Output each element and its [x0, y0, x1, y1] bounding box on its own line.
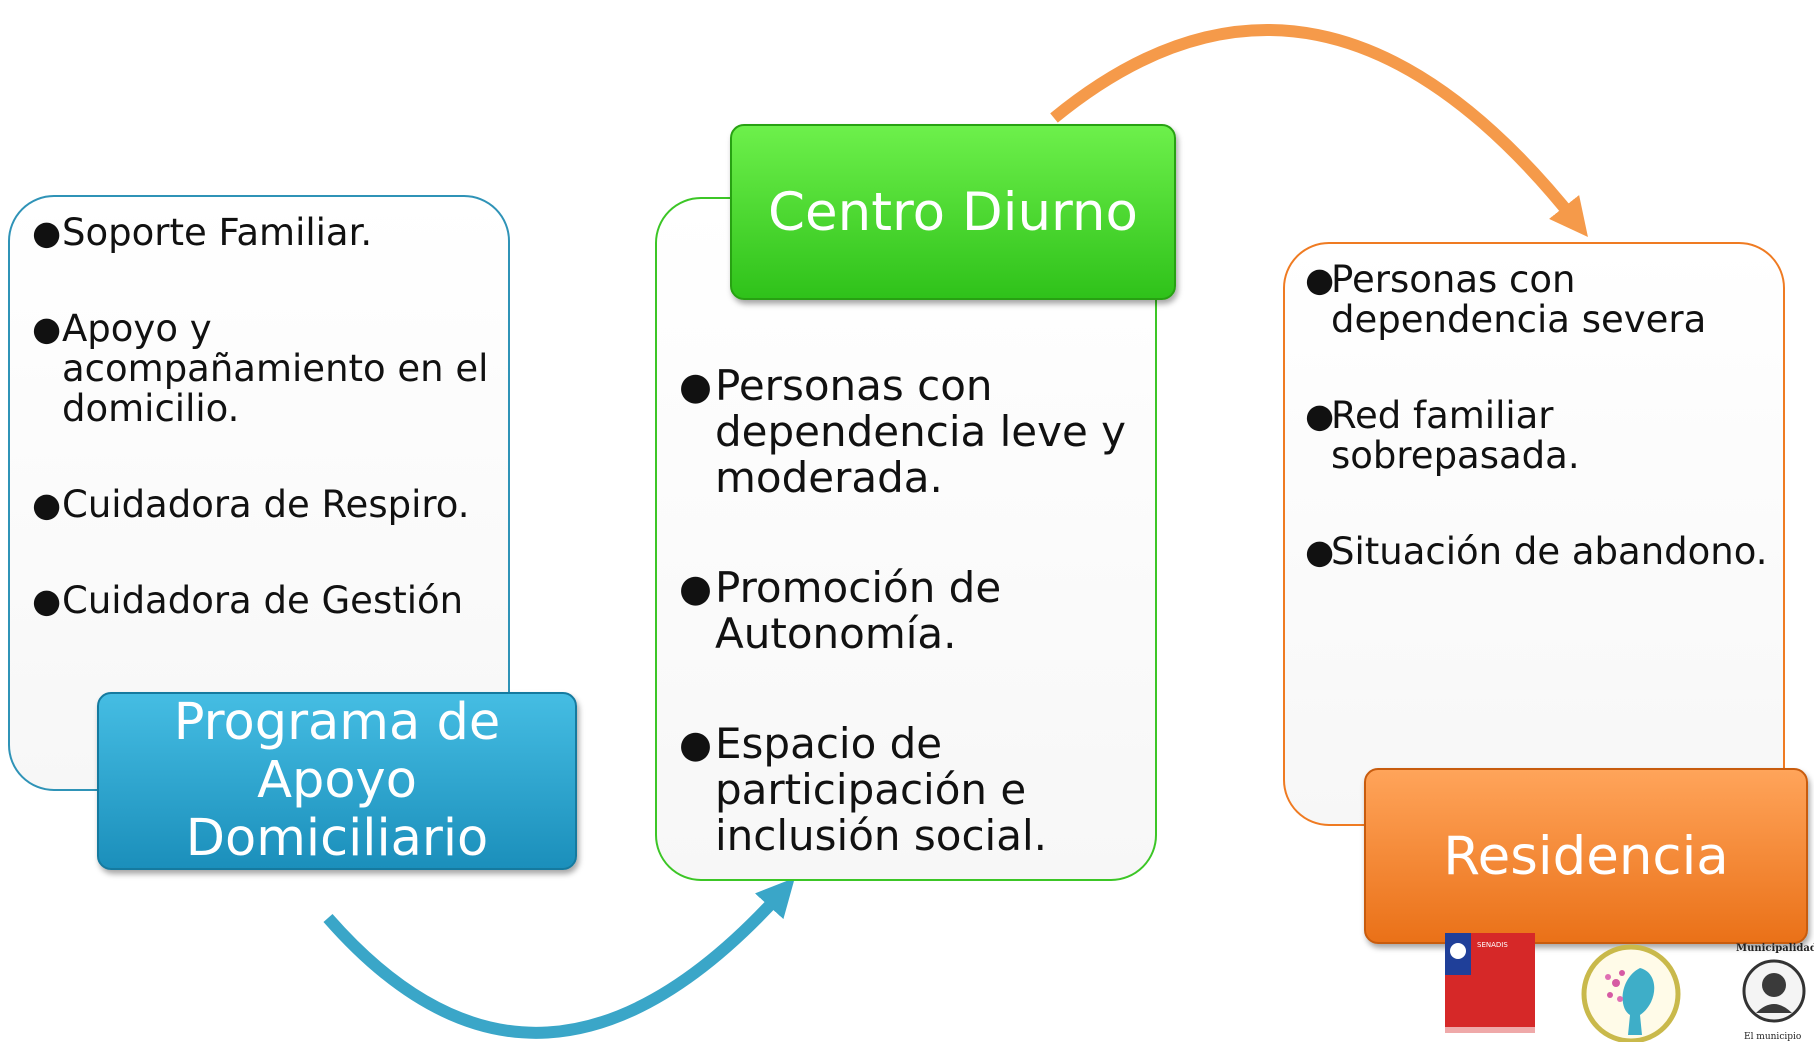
bullet-icon: ● — [32, 581, 62, 620]
svg-text:El municipio: El municipio — [1744, 1032, 1801, 1042]
list-item: ●Apoyo y acompañamiento en el domicilio. — [32, 307, 489, 430]
bullet-icon: ● — [1305, 396, 1335, 435]
list-item: ●Personas con dependencia severa — [1305, 258, 1707, 341]
municipalidad-logo: Municipalidad Pedro Aguirre Cerda El mun… — [1730, 933, 1814, 1042]
residencia-list: ●Personas con dependencia severa ●Red fa… — [1305, 260, 1775, 628]
bullet-icon: ● — [32, 309, 62, 348]
bullet-icon: ● — [1305, 532, 1335, 571]
list-item: ●Situación de abandono. — [1305, 530, 1768, 573]
programa-title: Programa de Apoyo Domiciliario — [97, 692, 577, 870]
svg-text:SENADIS: SENADIS — [1477, 941, 1508, 949]
bullet-icon: ● — [679, 722, 712, 766]
bullet-icon: ● — [679, 566, 712, 610]
arrow-to-residencia — [1050, 24, 1588, 238]
list-item: ●Red familiar sobrepasada. — [1305, 394, 1580, 477]
list-item: ●Espacio de participación e inclusión so… — [679, 719, 1047, 860]
bullet-icon: ● — [32, 213, 62, 252]
senadis-logo: SENADIS — [1445, 933, 1535, 1033]
arrow-to-centro-diurno — [323, 877, 795, 1039]
residencia-title: Residencia — [1364, 768, 1808, 944]
centro-diurno-title: Centro Diurno — [730, 124, 1176, 300]
programa-logo — [1580, 943, 1682, 1044]
list-item: ●Personas con dependencia leve y moderad… — [679, 361, 1126, 502]
residencia-card: ●Personas con dependencia severa ●Red fa… — [1283, 242, 1785, 826]
list-item: ●Promoción de Autonomía. — [679, 563, 1002, 658]
bullet-icon: ● — [1305, 260, 1335, 299]
centro-diurno-card: ●Personas con dependencia leve y moderad… — [655, 197, 1157, 881]
list-item: ●Cuidadora de Gestión — [32, 579, 464, 622]
programa-list: ●Soporte Familiar. ●Apoyo y acompañamien… — [32, 213, 502, 677]
centro-diurno-list: ●Personas con dependencia leve y moderad… — [679, 363, 1139, 923]
bullet-icon: ● — [32, 485, 62, 524]
list-item: ●Cuidadora de Respiro. — [32, 483, 470, 526]
list-item: ●Soporte Familiar. — [32, 211, 373, 254]
programa-card: ●Soporte Familiar. ●Apoyo y acompañamien… — [8, 195, 510, 791]
bullet-icon: ● — [679, 364, 712, 408]
svg-text:Municipalidad Pedro Aguirre Ce: Municipalidad Pedro Aguirre Cerda — [1736, 943, 1814, 954]
